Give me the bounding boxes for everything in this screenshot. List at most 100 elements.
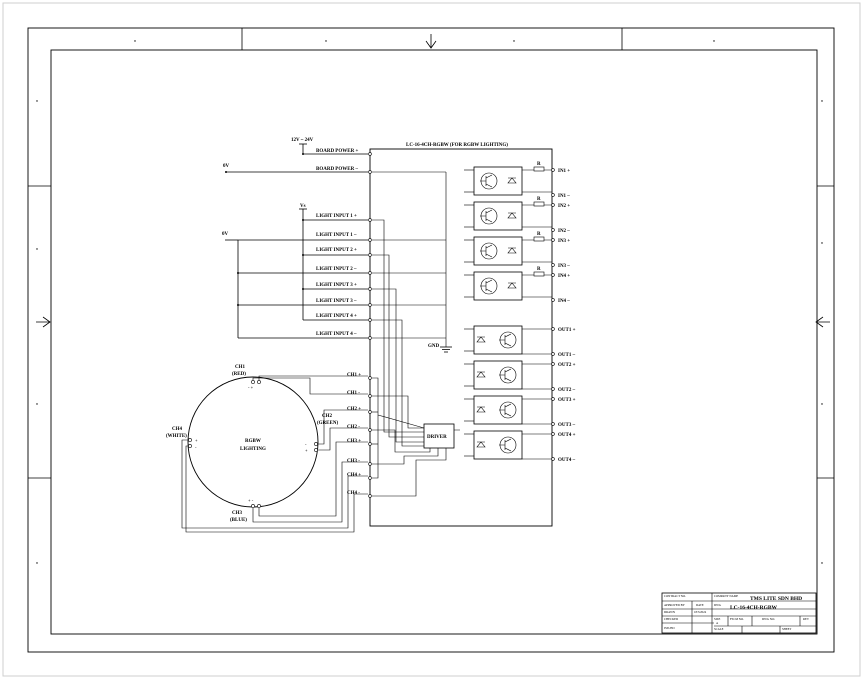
controller-board: LC-16-4CH-RGBW (FOR RGBW LIGHTING): [369, 143, 553, 527]
vs-label: Vs: [300, 204, 306, 209]
in4-pos-label: IN4 +: [558, 274, 570, 279]
svg-text:-: -: [195, 445, 197, 450]
company-name-label: COMPANY NAME: [714, 594, 738, 598]
ch3-pos-label: CH3 +: [347, 439, 361, 444]
light-input-2-neg: LIGHT INPUT 2 –: [316, 267, 357, 272]
lamp-name-line2: LIGHTING: [240, 447, 266, 452]
out2-pos-label: OUT2 +: [558, 363, 576, 368]
ch3-neg-label: CH3 -: [347, 459, 360, 464]
issued-label: ISSUED: [664, 626, 675, 630]
out4-pos-label: OUT4 +: [558, 433, 576, 438]
light-input-4-pos: LIGHT INPUT 4 +: [316, 314, 357, 319]
out1-neg-label: OUT1 –: [558, 353, 576, 358]
output-terminals: [551, 327, 555, 461]
resistor-3: [533, 236, 545, 242]
svg-text:+ -: + -: [248, 498, 254, 503]
light-input-4-neg: LIGHT INPUT 4 –: [316, 332, 357, 337]
gnd-label: GND: [428, 344, 440, 349]
lamp-ch1-label: CH1: [235, 365, 246, 370]
input-optocouplers: R R R R IN1 + IN1 – IN2 + IN2 – IN3 + IN…: [464, 162, 570, 304]
in4-neg-label: IN4 –: [558, 299, 570, 304]
light-input-2-pos: LIGHT INPUT 2 +: [316, 248, 357, 253]
contract-no-label: CONTRACT NO.: [664, 594, 686, 598]
ch4-neg-label: CH4 -: [347, 491, 360, 496]
lamp-ch3-color: (BLUE): [230, 518, 247, 523]
date-label: DATE: [696, 603, 704, 607]
driver-block: DRIVER: [423, 423, 455, 449]
out4-neg-label: OUT4 –: [558, 458, 576, 463]
supply-voltage-label: 12V ~ 24V: [291, 138, 314, 143]
svg-text:+: +: [305, 448, 308, 453]
lamp-ch2-color: (GREEN): [317, 421, 338, 426]
sheet-label: SHEET: [782, 627, 792, 631]
resistor-1: [533, 166, 545, 172]
out3-pos-label: OUT3 +: [558, 398, 576, 403]
drawn-date: 18/3/2024: [694, 610, 707, 614]
checked-label: CHECKED: [664, 617, 679, 621]
in1-pos-label: IN1 +: [558, 169, 570, 174]
light-input-1-pos: LIGHT INPUT 1 +: [316, 214, 357, 219]
fscm-no-label: FSCM NO.: [730, 617, 744, 621]
output-optocouplers: OUT1 + OUT1 – OUT2 + OUT2 – OUT3 + OUT3 …: [464, 325, 576, 463]
in1-neg-label: IN1 –: [558, 194, 570, 199]
out3-neg-label: OUT3 –: [558, 423, 576, 428]
resistor-label-2: R: [537, 197, 541, 202]
light-input-3-pos: LIGHT INPUT 3 +: [316, 283, 357, 288]
board-title: LC-16-4CH-RGBW (FOR RGBW LIGHTING): [406, 143, 508, 148]
board-power-neg-label: BOARD POWER –: [316, 167, 358, 172]
lamp-ch1-color: (RED): [232, 372, 246, 377]
zone-markers: [28, 28, 834, 564]
channel-outputs: CH1 + CH1 - CH2 + CH2 - CH3 + CH3 - CH4 …: [347, 373, 460, 498]
board-terminals-left: [368, 152, 372, 340]
resistor-label-4: R: [537, 267, 541, 272]
ch2-pos-label: CH2 +: [347, 407, 361, 412]
lamp-ch2-label: CH2: [322, 414, 333, 419]
resistor-label-3: R: [537, 232, 541, 237]
svg-text:-: -: [305, 442, 307, 447]
in3-pos-label: IN3 +: [558, 239, 570, 244]
light-input-1-neg: LIGHT INPUT 1 –: [316, 233, 357, 238]
outer-frame: [27, 27, 835, 653]
company-name: TMS LITE SDN BHD: [750, 596, 802, 602]
lamp-ch4-label: CH4: [172, 427, 183, 432]
ch4-pos-label: CH4 +: [347, 473, 361, 478]
inner-frame: [50, 49, 818, 635]
size-value: A: [716, 621, 719, 625]
size-label: SIZE: [714, 617, 721, 621]
dwg-label: DWG: [714, 603, 722, 607]
light-input-3-neg: LIGHT INPUT 3 –: [316, 299, 357, 304]
out2-neg-label: OUT2 –: [558, 388, 576, 393]
title-block: CONTRACT NO. COMPANY NAME TMS LITE SDN B…: [661, 592, 817, 634]
rgbw-lamp: RGBW LIGHTING CH1 (RED) CH2 (GREEN) CH3 …: [166, 365, 368, 533]
svg-text:- +: - +: [248, 385, 254, 390]
ch1-pos-label: CH1 +: [347, 373, 361, 378]
light-inputs: Vs 0V LIGHT INPUT 1 + LIGHT INPUT 1 – LI…: [222, 204, 368, 339]
input-terminals: [551, 168, 555, 302]
svg-text:+: +: [195, 438, 198, 443]
resistor-4: [533, 271, 545, 277]
lamp-name-line1: RGBW: [245, 439, 261, 444]
resistor-2: [533, 201, 545, 207]
ch1-neg-label: CH1 -: [347, 391, 360, 396]
lamp-ch4-color: (WHITE): [166, 434, 187, 439]
drawing-title: LC-16-4CH-RGBW: [730, 605, 778, 611]
rev-label: REV: [803, 617, 810, 621]
board-power-pos-label: BOARD POWER +: [316, 149, 358, 154]
ch2-neg-label: CH2 -: [347, 425, 360, 430]
power-supply: 12V ~ 24V BOARD POWER + 0V BOARD POWER –: [223, 138, 368, 173]
scale-label: SCALE: [714, 627, 724, 631]
resistor-label-1: R: [537, 162, 541, 167]
in2-pos-label: IN2 +: [558, 204, 570, 209]
lamp-ch3-label: CH3: [232, 511, 243, 516]
dwg-no-label: DWG NO.: [762, 617, 775, 621]
driver-label: DRIVER: [427, 435, 447, 440]
in2-neg-label: IN2 –: [558, 229, 570, 234]
approved-by-label: APPROVED BY: [664, 603, 686, 607]
board-internal-wiring: GND: [372, 171, 452, 447]
drawn-label: DRAWN: [664, 610, 676, 614]
zero-v-label-1: 0V: [223, 164, 230, 169]
in3-neg-label: IN3 –: [558, 264, 570, 269]
out1-pos-label: OUT1 +: [558, 328, 576, 333]
